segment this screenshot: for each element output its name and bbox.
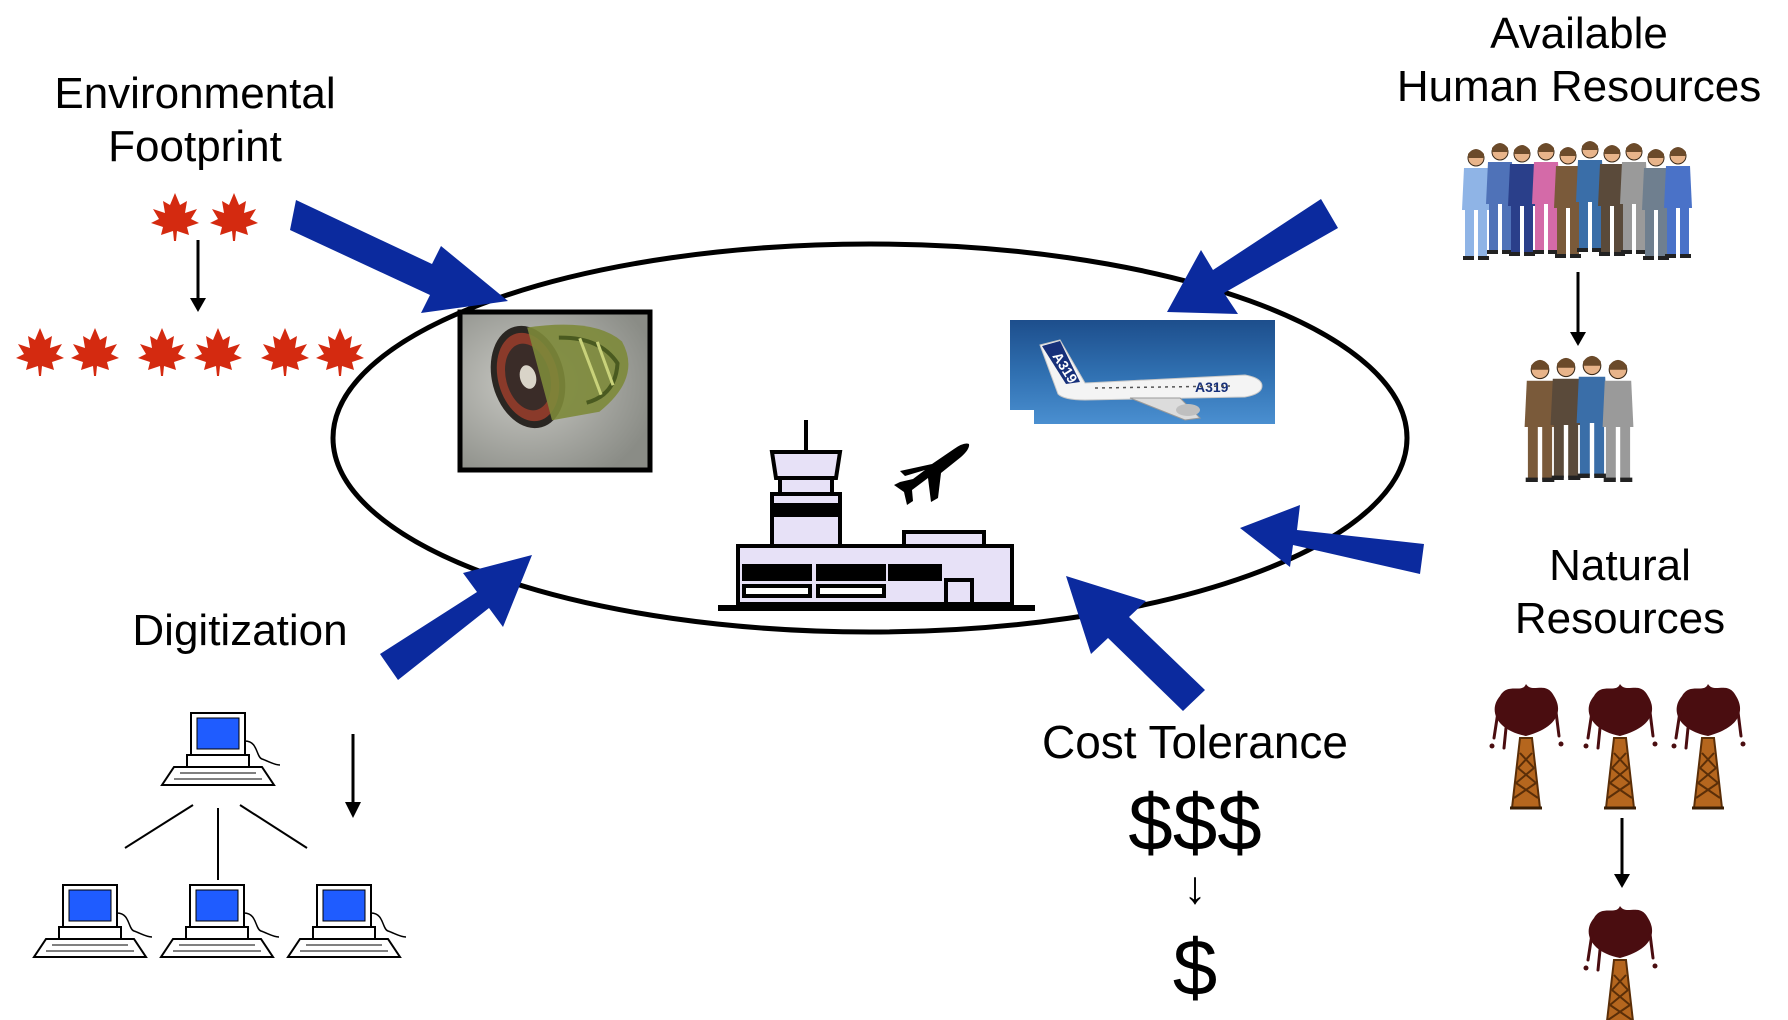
human-resources-line1: Available (1490, 9, 1668, 58)
environmental-footprint-label: Environmental Footprint (30, 68, 360, 174)
down-arrowhead-icon (345, 802, 361, 818)
airplane-marking-body: A319 (1195, 379, 1229, 395)
airplane-silhouette-icon (894, 443, 970, 505)
cost-down-arrow: ↓ (1183, 861, 1207, 913)
jet-engine-photo (457, 309, 653, 473)
arrow-human-resources (1167, 199, 1338, 314)
computer-icon (161, 712, 281, 786)
environmental-footprint-line1: Environmental (54, 69, 336, 118)
natural-resources-line2: Resources (1514, 593, 1726, 643)
natural-resources-line1: Natural (1549, 541, 1691, 590)
oil-derrick-single-icon (1582, 904, 1659, 1020)
arrow-digitization (380, 555, 532, 680)
arrow-cost-tolerance (1066, 576, 1205, 711)
arrow-natural-resources (1240, 505, 1424, 574)
people-small-group-icon (1524, 355, 1634, 483)
network-lines (124, 804, 308, 880)
down-arrowhead-icon (190, 298, 206, 312)
networked-computers-icon (33, 884, 407, 958)
cost-high-label: $$$ (1128, 778, 1262, 867)
arrow-environmental (290, 200, 508, 313)
maple-leaves-icon (16, 328, 364, 376)
natural-resources-label: Natural Resources (1490, 540, 1750, 646)
maple-leaf-icon (151, 193, 258, 241)
cost-tolerance-label: Cost Tolerance (1042, 716, 1348, 768)
oil-derrick-icon (1488, 682, 1747, 810)
down-arrowhead-icon (1570, 332, 1586, 346)
a319-airplane-photo: A319 A319 (1010, 320, 1275, 424)
down-arrowhead-icon (1614, 874, 1630, 888)
cost-low-label: $ (1172, 923, 1218, 1012)
human-resources-label: Available Human Resources (1370, 8, 1788, 114)
human-resources-line2: Human Resources (1396, 61, 1762, 111)
airport-terminal-tower-icon (718, 420, 1035, 611)
environmental-footprint-line2: Footprint (108, 121, 282, 171)
central-ellipse (330, 241, 1410, 635)
people-group-icon (1461, 140, 1693, 261)
digitization-label: Digitization (132, 606, 348, 655)
